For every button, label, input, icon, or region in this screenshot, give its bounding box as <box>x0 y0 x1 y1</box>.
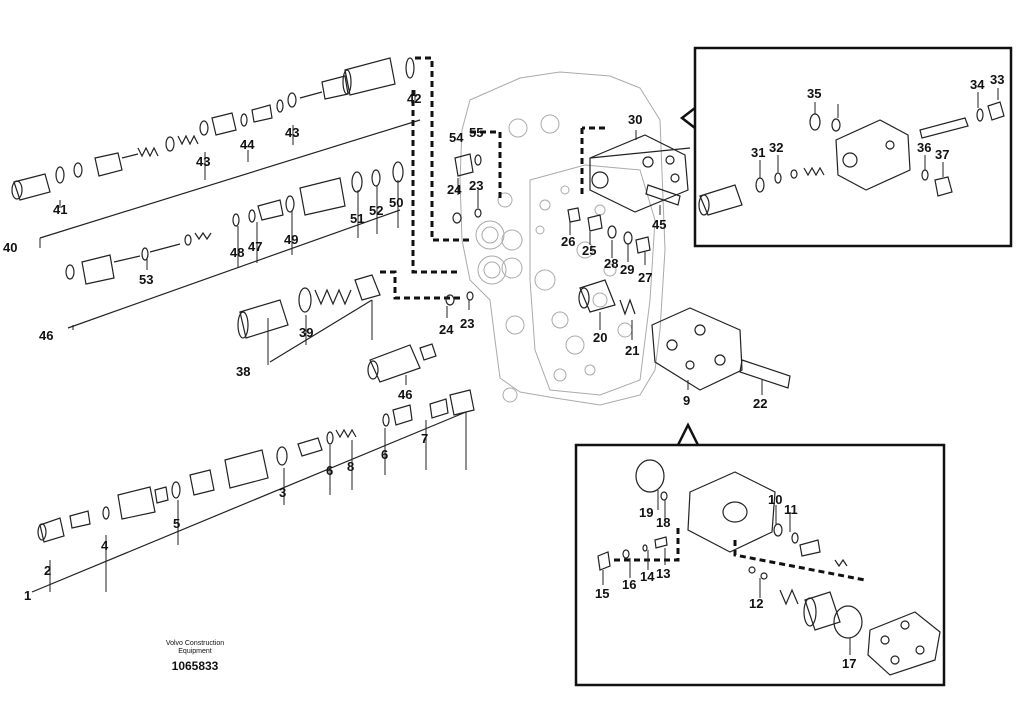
part-46-solenoid <box>367 343 437 383</box>
callout-32: 32 <box>769 140 783 155</box>
callout-14: 14 <box>640 569 655 584</box>
assembly-40 <box>11 57 421 239</box>
brand-line-2: Equipment <box>178 648 212 655</box>
callout-15: 15 <box>595 586 609 601</box>
part-30-block <box>589 134 691 213</box>
assembly-1 <box>31 389 475 593</box>
callout-24b: 24 <box>439 322 454 337</box>
assembly-38 <box>237 274 381 363</box>
callout-43a: 43 <box>196 154 210 169</box>
callout-45: 45 <box>652 217 666 232</box>
callout-24a: 24 <box>447 182 462 197</box>
callout-16: 16 <box>622 577 636 592</box>
callout-28: 28 <box>604 256 618 271</box>
callout-39: 39 <box>299 325 313 340</box>
callout-2: 2 <box>44 563 51 578</box>
callout-11: 11 <box>784 502 798 517</box>
inset-lower-right <box>574 422 946 687</box>
callout-50: 50 <box>389 195 403 210</box>
callout-17: 17 <box>842 656 856 671</box>
callout-35: 35 <box>807 86 821 101</box>
callout-34: 34 <box>970 77 985 92</box>
drawing-caption: Volvo Construction Equipment 1065833 <box>130 640 260 673</box>
callout-20: 20 <box>593 330 607 345</box>
callout-3: 3 <box>279 485 286 500</box>
callout-49: 49 <box>284 232 298 247</box>
callout-46b: 46 <box>398 387 412 402</box>
callout-47: 47 <box>248 239 262 254</box>
callout-13: 13 <box>656 566 670 581</box>
callout-54: 54 <box>449 130 464 145</box>
callout-31: 31 <box>751 145 765 160</box>
callout-5: 5 <box>173 516 180 531</box>
callout-38: 38 <box>236 364 250 379</box>
callout-30: 30 <box>628 112 642 127</box>
callout-21: 21 <box>625 343 639 358</box>
brand-line-1: Volvo Construction <box>165 640 225 647</box>
callout-52: 52 <box>369 203 383 218</box>
callout-44: 44 <box>240 137 255 152</box>
callout-6b: 6 <box>381 447 388 462</box>
callout-46a: 46 <box>39 328 53 343</box>
callout-labels: 1 2 3 4 5 6 6 7 8 9 10 11 12 13 14 15 16… <box>3 72 1004 671</box>
callout-10: 10 <box>768 492 782 507</box>
callout-53: 53 <box>139 272 153 287</box>
callout-27: 27 <box>638 270 652 285</box>
callout-48: 48 <box>230 245 244 260</box>
callout-12: 12 <box>749 596 763 611</box>
callout-41: 41 <box>53 202 67 217</box>
callout-18: 18 <box>656 515 670 530</box>
callout-22: 22 <box>753 396 767 411</box>
callout-8: 8 <box>347 459 354 474</box>
callout-1: 1 <box>24 588 31 603</box>
callout-29: 29 <box>620 262 634 277</box>
dashed-leader-lines <box>380 56 866 582</box>
valve-body <box>459 71 666 406</box>
callout-26: 26 <box>561 234 575 249</box>
callout-25: 25 <box>582 243 596 258</box>
inset-upper-right <box>679 46 1013 248</box>
callout-43b: 43 <box>285 125 299 140</box>
callout-36: 36 <box>917 140 931 155</box>
callout-4: 4 <box>101 538 109 553</box>
callout-23b: 23 <box>460 316 474 331</box>
center-parts <box>445 153 791 391</box>
callout-42: 42 <box>407 91 421 106</box>
drawing-number: 1065833 <box>171 659 219 673</box>
callout-19: 19 <box>639 505 653 520</box>
callout-9: 9 <box>683 393 690 408</box>
callout-7: 7 <box>421 431 428 446</box>
callout-40: 40 <box>3 240 17 255</box>
callout-33: 33 <box>990 72 1004 87</box>
assembly-46-upper <box>65 161 404 329</box>
callout-leaders <box>39 88 999 655</box>
callout-37: 37 <box>935 147 949 162</box>
callout-55: 55 <box>469 125 483 140</box>
callout-51: 51 <box>350 211 364 226</box>
callout-6a: 6 <box>326 463 333 478</box>
callout-23a: 23 <box>469 178 483 193</box>
